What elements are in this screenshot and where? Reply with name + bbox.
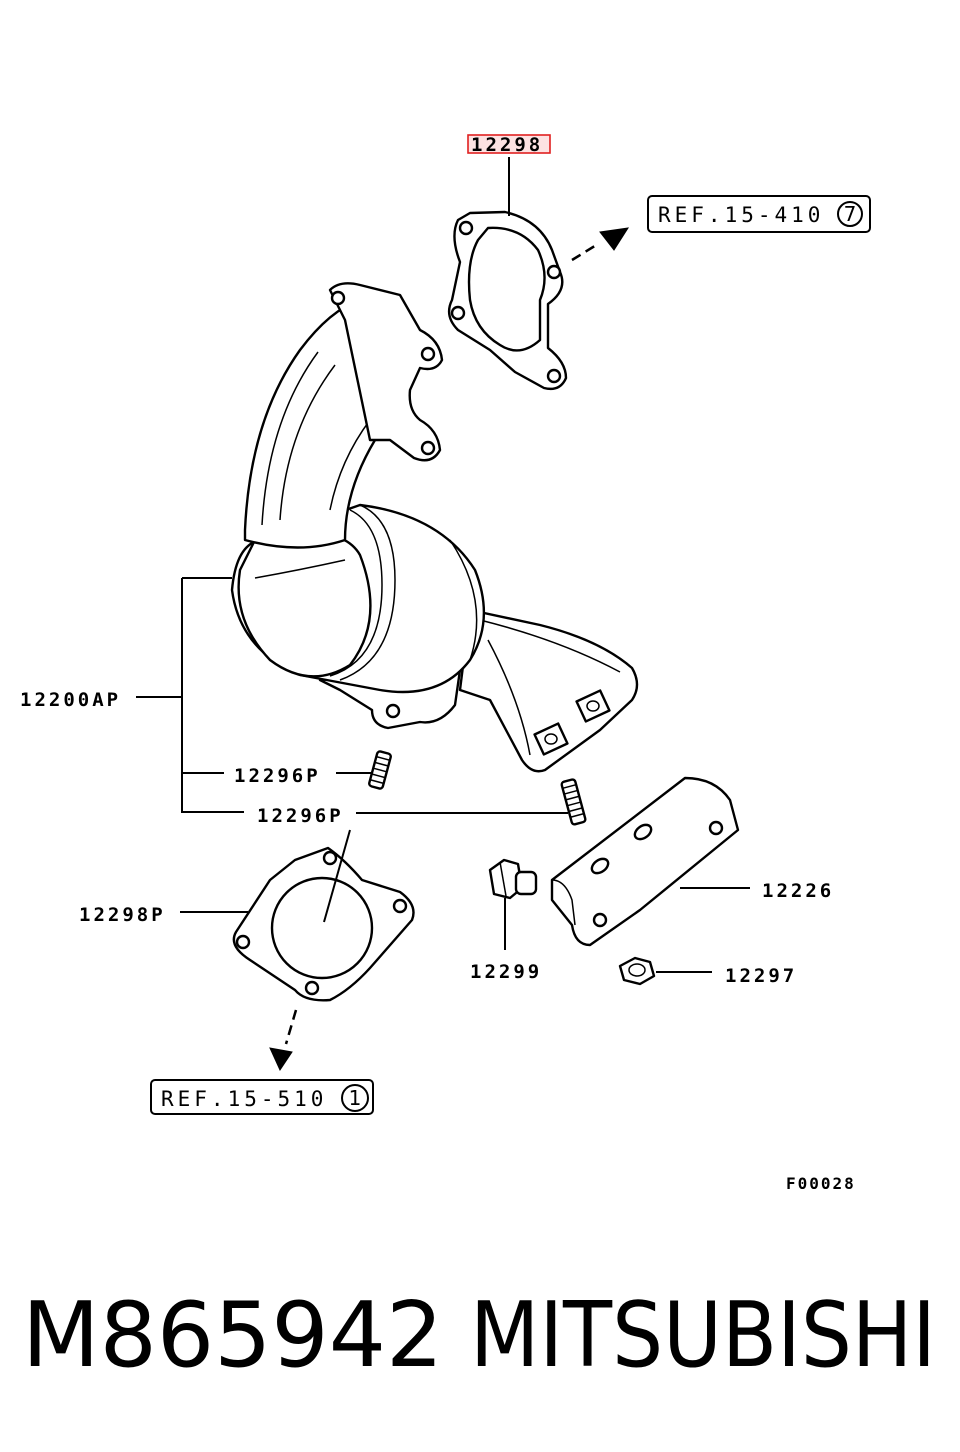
top-gasket-drawing — [447, 210, 568, 391]
label-12299[interactable]: 12299 — [470, 961, 542, 983]
catalytic-converter-drawing — [230, 282, 639, 773]
ref-top-number: 7 — [844, 202, 857, 226]
ref-box-bottom — [150, 1079, 374, 1115]
bolt-drawing — [488, 858, 538, 900]
label-12296p-lower[interactable]: 12296P — [257, 805, 344, 827]
ref-bottom-circle — [341, 1084, 369, 1112]
label-12298p[interactable]: 12298P — [79, 904, 166, 926]
reference-arrows — [269, 227, 630, 1072]
label-12200ap[interactable]: 12200AP — [20, 689, 121, 711]
label-12297[interactable]: 12297 — [725, 965, 797, 987]
label-12226[interactable]: 12226 — [762, 880, 834, 902]
label-ref-15-510[interactable]: REF.15-510 — [161, 1087, 327, 1111]
brand-caption: MITSUBISHI — [470, 1283, 936, 1388]
bracket-drawing — [550, 776, 740, 947]
label-12296p-upper[interactable]: 12296P — [234, 765, 321, 787]
bottom-gasket-drawing — [232, 846, 415, 1002]
ref-top-circle — [837, 201, 863, 227]
nut-drawing — [618, 956, 656, 986]
leader-lines — [136, 157, 750, 973]
label-12298[interactable]: 12298 — [471, 134, 543, 156]
figure-code: F00028 — [786, 1174, 856, 1193]
highlight-box — [467, 134, 551, 154]
ref-box-top — [647, 195, 871, 233]
stud-drawings — [368, 750, 587, 826]
part-number-caption: M865942 — [22, 1283, 443, 1388]
label-ref-15-410[interactable]: REF.15-410 — [658, 203, 824, 227]
ref-bottom-number: 1 — [349, 1086, 362, 1110]
